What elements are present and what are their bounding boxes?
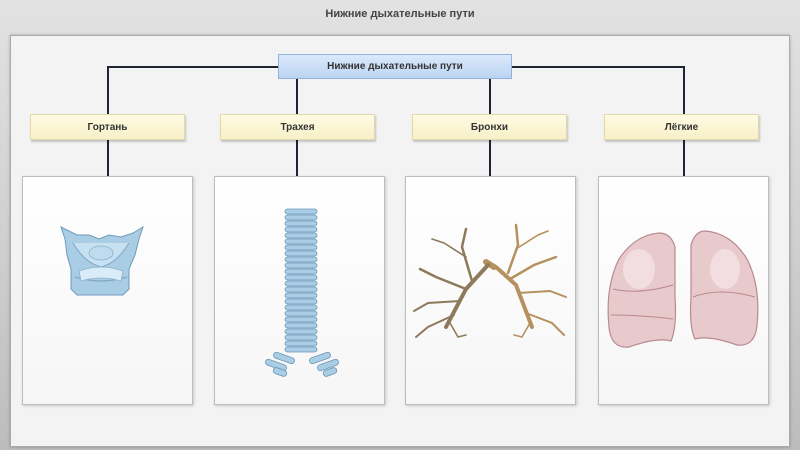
trachea-ring bbox=[284, 280, 318, 287]
trachea-ring bbox=[284, 208, 318, 215]
lungs-illustration bbox=[607, 230, 759, 348]
trachea-ring bbox=[284, 304, 318, 311]
trachea-ring bbox=[284, 226, 318, 233]
trachea-ring bbox=[284, 334, 318, 341]
trachea-ring bbox=[284, 268, 318, 275]
trachea-ring bbox=[284, 298, 318, 305]
trachea-ring bbox=[284, 310, 318, 317]
category-bronchi: Бронхи bbox=[412, 114, 567, 140]
trachea-ring bbox=[284, 274, 318, 281]
trachea-ring bbox=[284, 232, 318, 239]
trachea-ring bbox=[284, 316, 318, 323]
trachea-ring bbox=[284, 328, 318, 335]
trachea-ring bbox=[284, 286, 318, 293]
trachea-ring bbox=[284, 292, 318, 299]
card-bronchi bbox=[405, 176, 576, 405]
larynx-illustration bbox=[60, 225, 144, 296]
card-lungs bbox=[598, 176, 769, 405]
trachea-ring bbox=[284, 214, 318, 221]
trachea-ring bbox=[284, 340, 318, 347]
trachea-ring bbox=[284, 256, 318, 263]
card-larynx bbox=[22, 176, 193, 405]
root-node: Нижние дыхательные пути bbox=[278, 54, 512, 79]
trachea-ring bbox=[284, 220, 318, 227]
category-lungs: Лёгкие bbox=[604, 114, 759, 140]
trachea-ring bbox=[284, 322, 318, 329]
category-larynx: Гортань bbox=[30, 114, 185, 140]
trachea-ring bbox=[284, 238, 318, 245]
trachea-illustration bbox=[265, 208, 339, 377]
card-trachea bbox=[214, 176, 385, 405]
trachea-ring bbox=[284, 262, 318, 269]
bronchi-illustration bbox=[413, 223, 567, 338]
category-trachea: Трахея bbox=[220, 114, 375, 140]
trachea-ring bbox=[284, 346, 318, 353]
trachea-ring bbox=[284, 244, 318, 251]
trachea-ring bbox=[284, 250, 318, 257]
page-title: Нижние дыхательные пути bbox=[325, 8, 475, 20]
